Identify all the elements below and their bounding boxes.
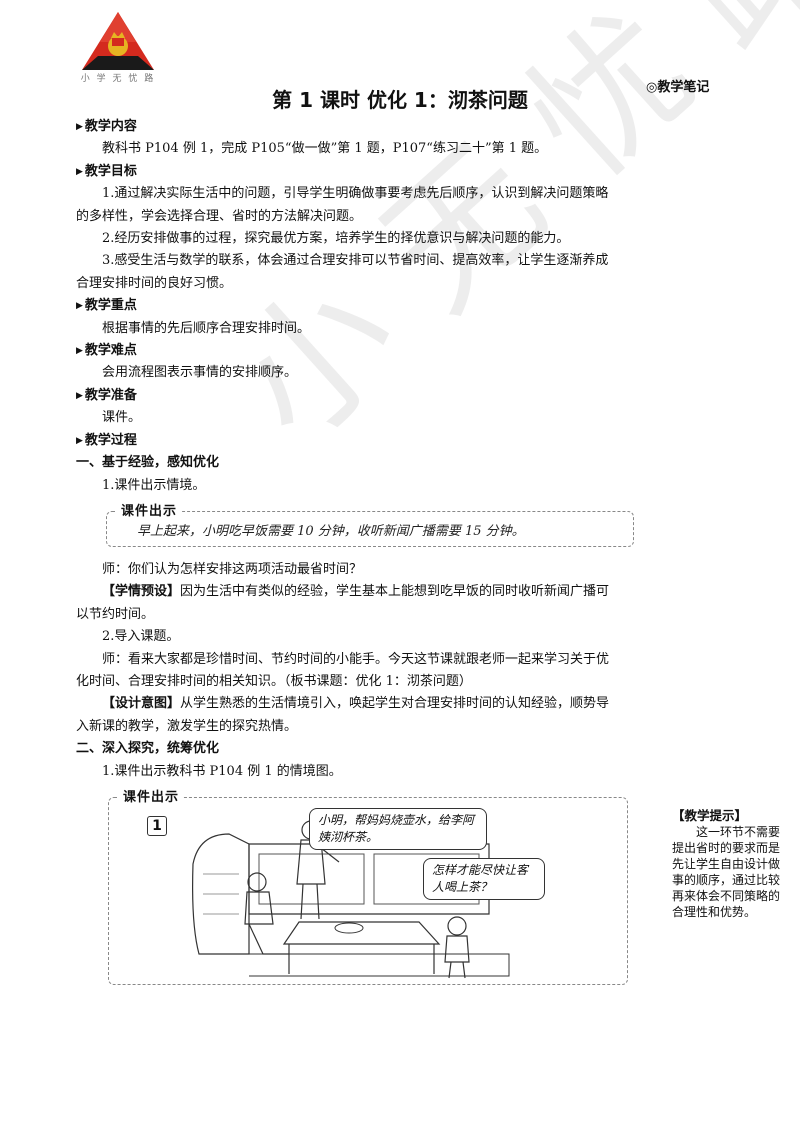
key-text: 根据事情的先后顺序合理安排时间。	[102, 320, 311, 336]
difficulty-text: 会用流程图表示事情的安排顺序。	[102, 365, 298, 381]
part-1-heading: 一、基于经验，感知优化	[76, 455, 220, 471]
section-heading-difficulty: 教学难点	[76, 340, 616, 362]
teaching-tip-title: 【教学提示】	[672, 808, 748, 823]
courseware-box-2: 课件出示 1 小明，帮妈妈烧	[108, 786, 628, 985]
content-text: 教科书 P104 例 1，完成 P105“做一做”第 1 题，P107“练习二十…	[102, 141, 548, 157]
teacher-intro: 师：看来大家都是珍惜时间、节约时间的小能手。今天这节课就跟老师一起来学习关于优化…	[76, 651, 610, 689]
preparation-text: 课件。	[102, 410, 142, 426]
design-paragraph: 【设计意图】从学生熟悉的生活情境引入，唤起学生对合理安排时间的认知经验，顺势导入…	[76, 693, 616, 738]
figure-number: 1	[147, 815, 167, 836]
courseware-text: 早上起来，小明吃早饭需要 10 分钟，收听新闻广播需要 15 分钟。	[137, 523, 525, 539]
section-heading-process: 教学过程	[76, 430, 616, 452]
goal-3: 3.感受生活与数学的联系，体会通过合理安排可以节省时间、提高效率，让学生逐渐养成…	[76, 253, 609, 291]
preset-tag: 【学情预设】	[102, 584, 181, 600]
courseware-label: 课件出示	[117, 500, 182, 524]
preset-paragraph: 【学情预设】因为生活中有类似的经验，学生基本上能想到吃早饭的同时收听新闻广播可以…	[76, 581, 616, 626]
page-title: 第 1 课时 优化 1：沏茶问题	[272, 88, 528, 112]
step-2-1: 1.课件出示教科书 P104 例 1 的情境图。	[102, 763, 342, 779]
section-heading-content: 教学内容	[76, 116, 616, 138]
goal-2: 2.经历安排做事的过程，探究最优方案，培养学生的择优意识与解决问题的能力。	[102, 231, 570, 247]
section-heading-preparation: 教学准备	[76, 385, 616, 407]
lesson-content: 教学内容 教科书 P104 例 1，完成 P105“做一做”第 1 题，P107…	[76, 116, 634, 985]
speech-bubble-mother: 小明，帮妈妈烧壶水，给李阿姨沏杯茶。	[309, 807, 487, 850]
preset-text: 因为生活中有类似的经验，学生基本上能想到吃早饭的同时收听新闻广播可以节约时间。	[76, 584, 610, 622]
part-2-heading: 二、深入探究，统筹优化	[76, 741, 220, 757]
goal-1: 1.通过解决实际生活中的问题，引导学生明确做事要考虑先后顺序，认识到解决问题策略…	[76, 186, 609, 224]
step-1-1: 1.课件出示情境。	[102, 477, 206, 493]
courseware-box-1: 课件出示 早上起来，小明吃早饭需要 10 分钟，收听新闻广播需要 15 分钟。	[106, 500, 634, 547]
section-heading-key: 教学重点	[76, 295, 616, 317]
design-text: 从学生熟悉的生活情境引入，唤起学生对合理安排时间的认知经验，顺势导入新课的教学，…	[76, 696, 610, 734]
teaching-tip-body: 这一环节不需要提出省时的要求而是先让学生自由设计做事的顺序，通过比较再来体会不同…	[672, 825, 781, 919]
design-tag: 【设计意图】	[102, 696, 181, 712]
logo-text: 小 学 无 忧 路	[80, 74, 156, 84]
school-logo	[82, 12, 154, 70]
section-heading-goals: 教学目标	[76, 161, 616, 183]
courseware-label-2: 课件出示	[119, 786, 184, 810]
speech-bubble-boy: 怎样才能尽快让客人喝上茶？	[423, 857, 545, 900]
teacher-question: 师：你们认为怎样安排这两项活动最省时间？	[102, 561, 363, 577]
teaching-tip: 【教学提示】 这一环节不需要提出省时的要求而是先让学生自由设计做事的顺序，通过比…	[672, 808, 786, 920]
teaching-notes-label: ◎教学笔记	[646, 80, 710, 95]
step-1-2: 2.导入课题。	[102, 629, 180, 645]
